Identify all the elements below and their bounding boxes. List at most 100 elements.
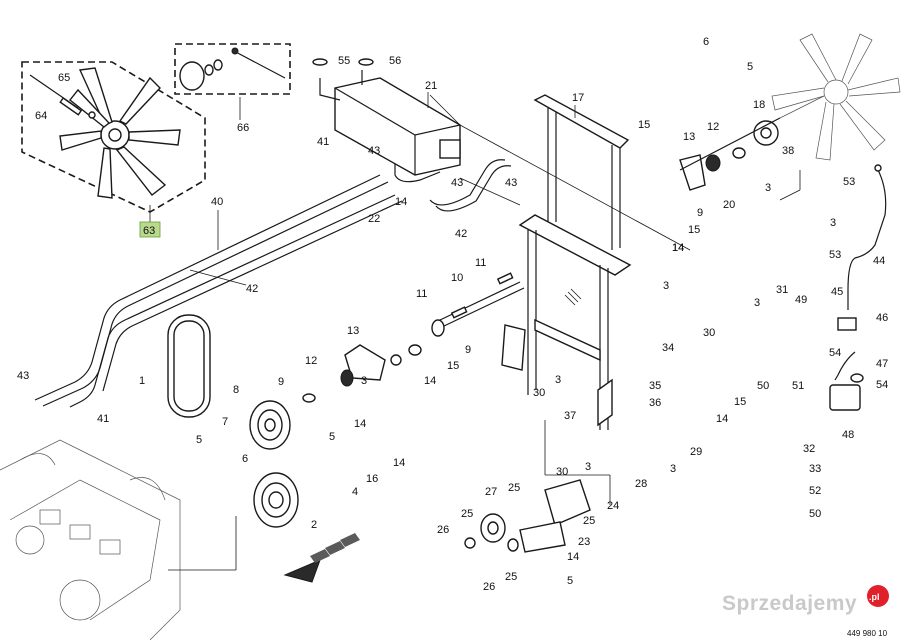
callout-6: 6: [242, 453, 248, 465]
tensioner-right: [679, 117, 781, 191]
callout-22: 22: [368, 213, 380, 225]
callout-34: 34: [662, 342, 674, 354]
callout-63-highlighted: 63: [143, 225, 155, 237]
callout-8: 8: [233, 384, 239, 396]
callout-43: 43: [368, 145, 380, 157]
callout-33: 33: [809, 463, 821, 475]
callout-11: 11: [416, 288, 427, 300]
callout-13: 13: [347, 325, 359, 337]
cooling-fan-small: [29, 67, 181, 199]
callout-56: 56: [389, 55, 401, 67]
fan-kit-dashed-frame: [21, 61, 206, 213]
callout-5: 5: [196, 434, 202, 446]
callout-7: 7: [222, 416, 228, 428]
callout-3: 3: [754, 297, 760, 309]
callout-6: 6: [703, 36, 709, 48]
callout-5: 5: [329, 431, 335, 443]
callout-2: 2: [311, 519, 317, 531]
watermark-badge-text: .pl: [869, 592, 880, 602]
filter-kit-dashed-frame: [174, 43, 291, 95]
callout-15: 15: [734, 396, 746, 408]
callout-3: 3: [361, 375, 367, 387]
cooling-fan-large: [771, 33, 901, 161]
callout-37: 37: [564, 410, 576, 422]
sensor-cable: [829, 164, 887, 411]
pulley-upper: [249, 400, 291, 450]
callout-1: 1: [139, 375, 145, 387]
callout-14: 14: [672, 242, 684, 254]
callout-50: 50: [757, 380, 769, 392]
engine-outline: [0, 439, 181, 640]
idler-assembly: [464, 479, 591, 553]
tensioner-left: [302, 344, 422, 403]
filter-kit-parts: [179, 47, 286, 91]
callout-14: 14: [395, 196, 407, 208]
callout-4: 4: [352, 486, 358, 498]
callout-45: 45: [831, 286, 843, 298]
callout-66: 66: [237, 122, 249, 134]
callout-64: 64: [35, 110, 47, 122]
callout-36: 36: [649, 397, 661, 409]
callout-54: 54: [829, 347, 841, 359]
callout-26: 26: [483, 581, 495, 593]
callout-49: 49: [795, 294, 807, 306]
callout-14: 14: [716, 413, 728, 425]
leader-lines: [149, 92, 801, 571]
callout-65: 65: [58, 72, 70, 84]
callout-3: 3: [830, 217, 836, 229]
callout-48: 48: [842, 429, 854, 441]
callout-27: 27: [485, 486, 497, 498]
callout-18: 18: [753, 99, 765, 111]
callout-13: 13: [683, 131, 695, 143]
pulley-lower: [253, 472, 299, 528]
callout-15: 15: [688, 224, 700, 236]
callout-12: 12: [707, 121, 719, 133]
callout-51: 51: [792, 380, 804, 392]
callout-20: 20: [723, 199, 735, 211]
callout-21: 21: [425, 80, 437, 92]
callout-29: 29: [690, 446, 702, 458]
callout-9: 9: [465, 344, 471, 356]
callout-25: 25: [508, 482, 520, 494]
expansion-tank: [312, 58, 461, 176]
callout-11: 11: [475, 257, 486, 269]
callout-30: 30: [556, 466, 568, 478]
callout-53: 53: [829, 249, 841, 261]
callout-3: 3: [555, 374, 561, 386]
callout-41: 41: [97, 413, 109, 425]
callout-labels: 1 2 3 3 3 3 3 3 3 3 4 5 5 5 5 6 6 7 8 9 …: [17, 36, 888, 593]
callout-14: 14: [354, 418, 366, 430]
callout-9: 9: [697, 207, 703, 219]
callout-44: 44: [873, 255, 885, 267]
callout-43: 43: [451, 177, 463, 189]
watermark-text: Sprzedajemy: [722, 592, 857, 615]
callout-3: 3: [670, 463, 676, 475]
callout-14: 14: [672, 242, 684, 254]
callout-9: 9: [278, 376, 284, 388]
callout-55: 55: [338, 55, 350, 67]
callout-24: 24: [607, 500, 619, 512]
callout-25: 25: [583, 515, 595, 527]
callout-38: 38: [782, 145, 794, 157]
callout-53: 53: [843, 176, 855, 188]
callout-14: 14: [393, 457, 405, 469]
callout-28: 28: [635, 478, 647, 490]
callout-26: 26: [437, 524, 449, 536]
callout-42: 42: [246, 283, 258, 295]
callout-12: 12: [305, 355, 317, 367]
callout-42: 42: [455, 228, 467, 240]
callout-14: 14: [567, 551, 579, 563]
callout-17: 17: [572, 92, 584, 104]
callout-30: 30: [533, 387, 545, 399]
callout-5: 5: [747, 61, 753, 73]
callout-54: 54: [876, 379, 888, 391]
callout-35: 35: [649, 380, 661, 392]
callout-15: 15: [638, 119, 650, 131]
coolant-pipes: [34, 159, 512, 408]
callout-40: 40: [211, 196, 223, 208]
callout-31: 31: [776, 284, 788, 296]
frame-bracket: [501, 94, 632, 430]
callout-14: 14: [424, 375, 436, 387]
callout-23: 23: [578, 536, 590, 548]
